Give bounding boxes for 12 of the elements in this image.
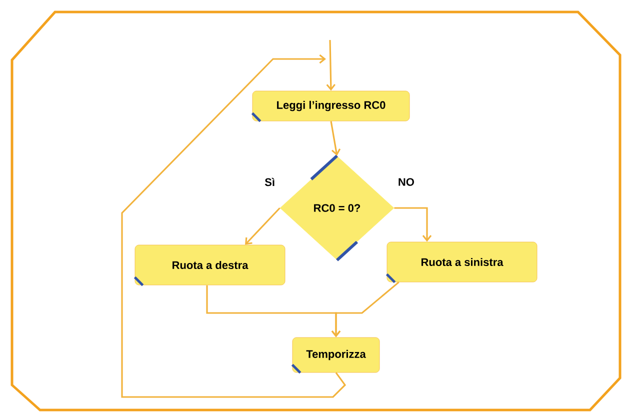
arrow — [330, 121, 341, 156]
process-box: Ruota a destra — [134, 244, 286, 286]
process-box: Leggi l’ingresso RC0 — [251, 90, 410, 122]
arrow — [121, 54, 346, 398]
process-box: Temporizza — [291, 337, 380, 374]
arrow — [326, 40, 336, 91]
edge-label: Sì — [264, 176, 276, 188]
edge-label: NO — [396, 177, 416, 187]
process-box: Ruota a sinistra — [386, 242, 538, 284]
arrow — [394, 207, 432, 242]
arrow — [331, 282, 400, 338]
arrow — [245, 207, 280, 245]
